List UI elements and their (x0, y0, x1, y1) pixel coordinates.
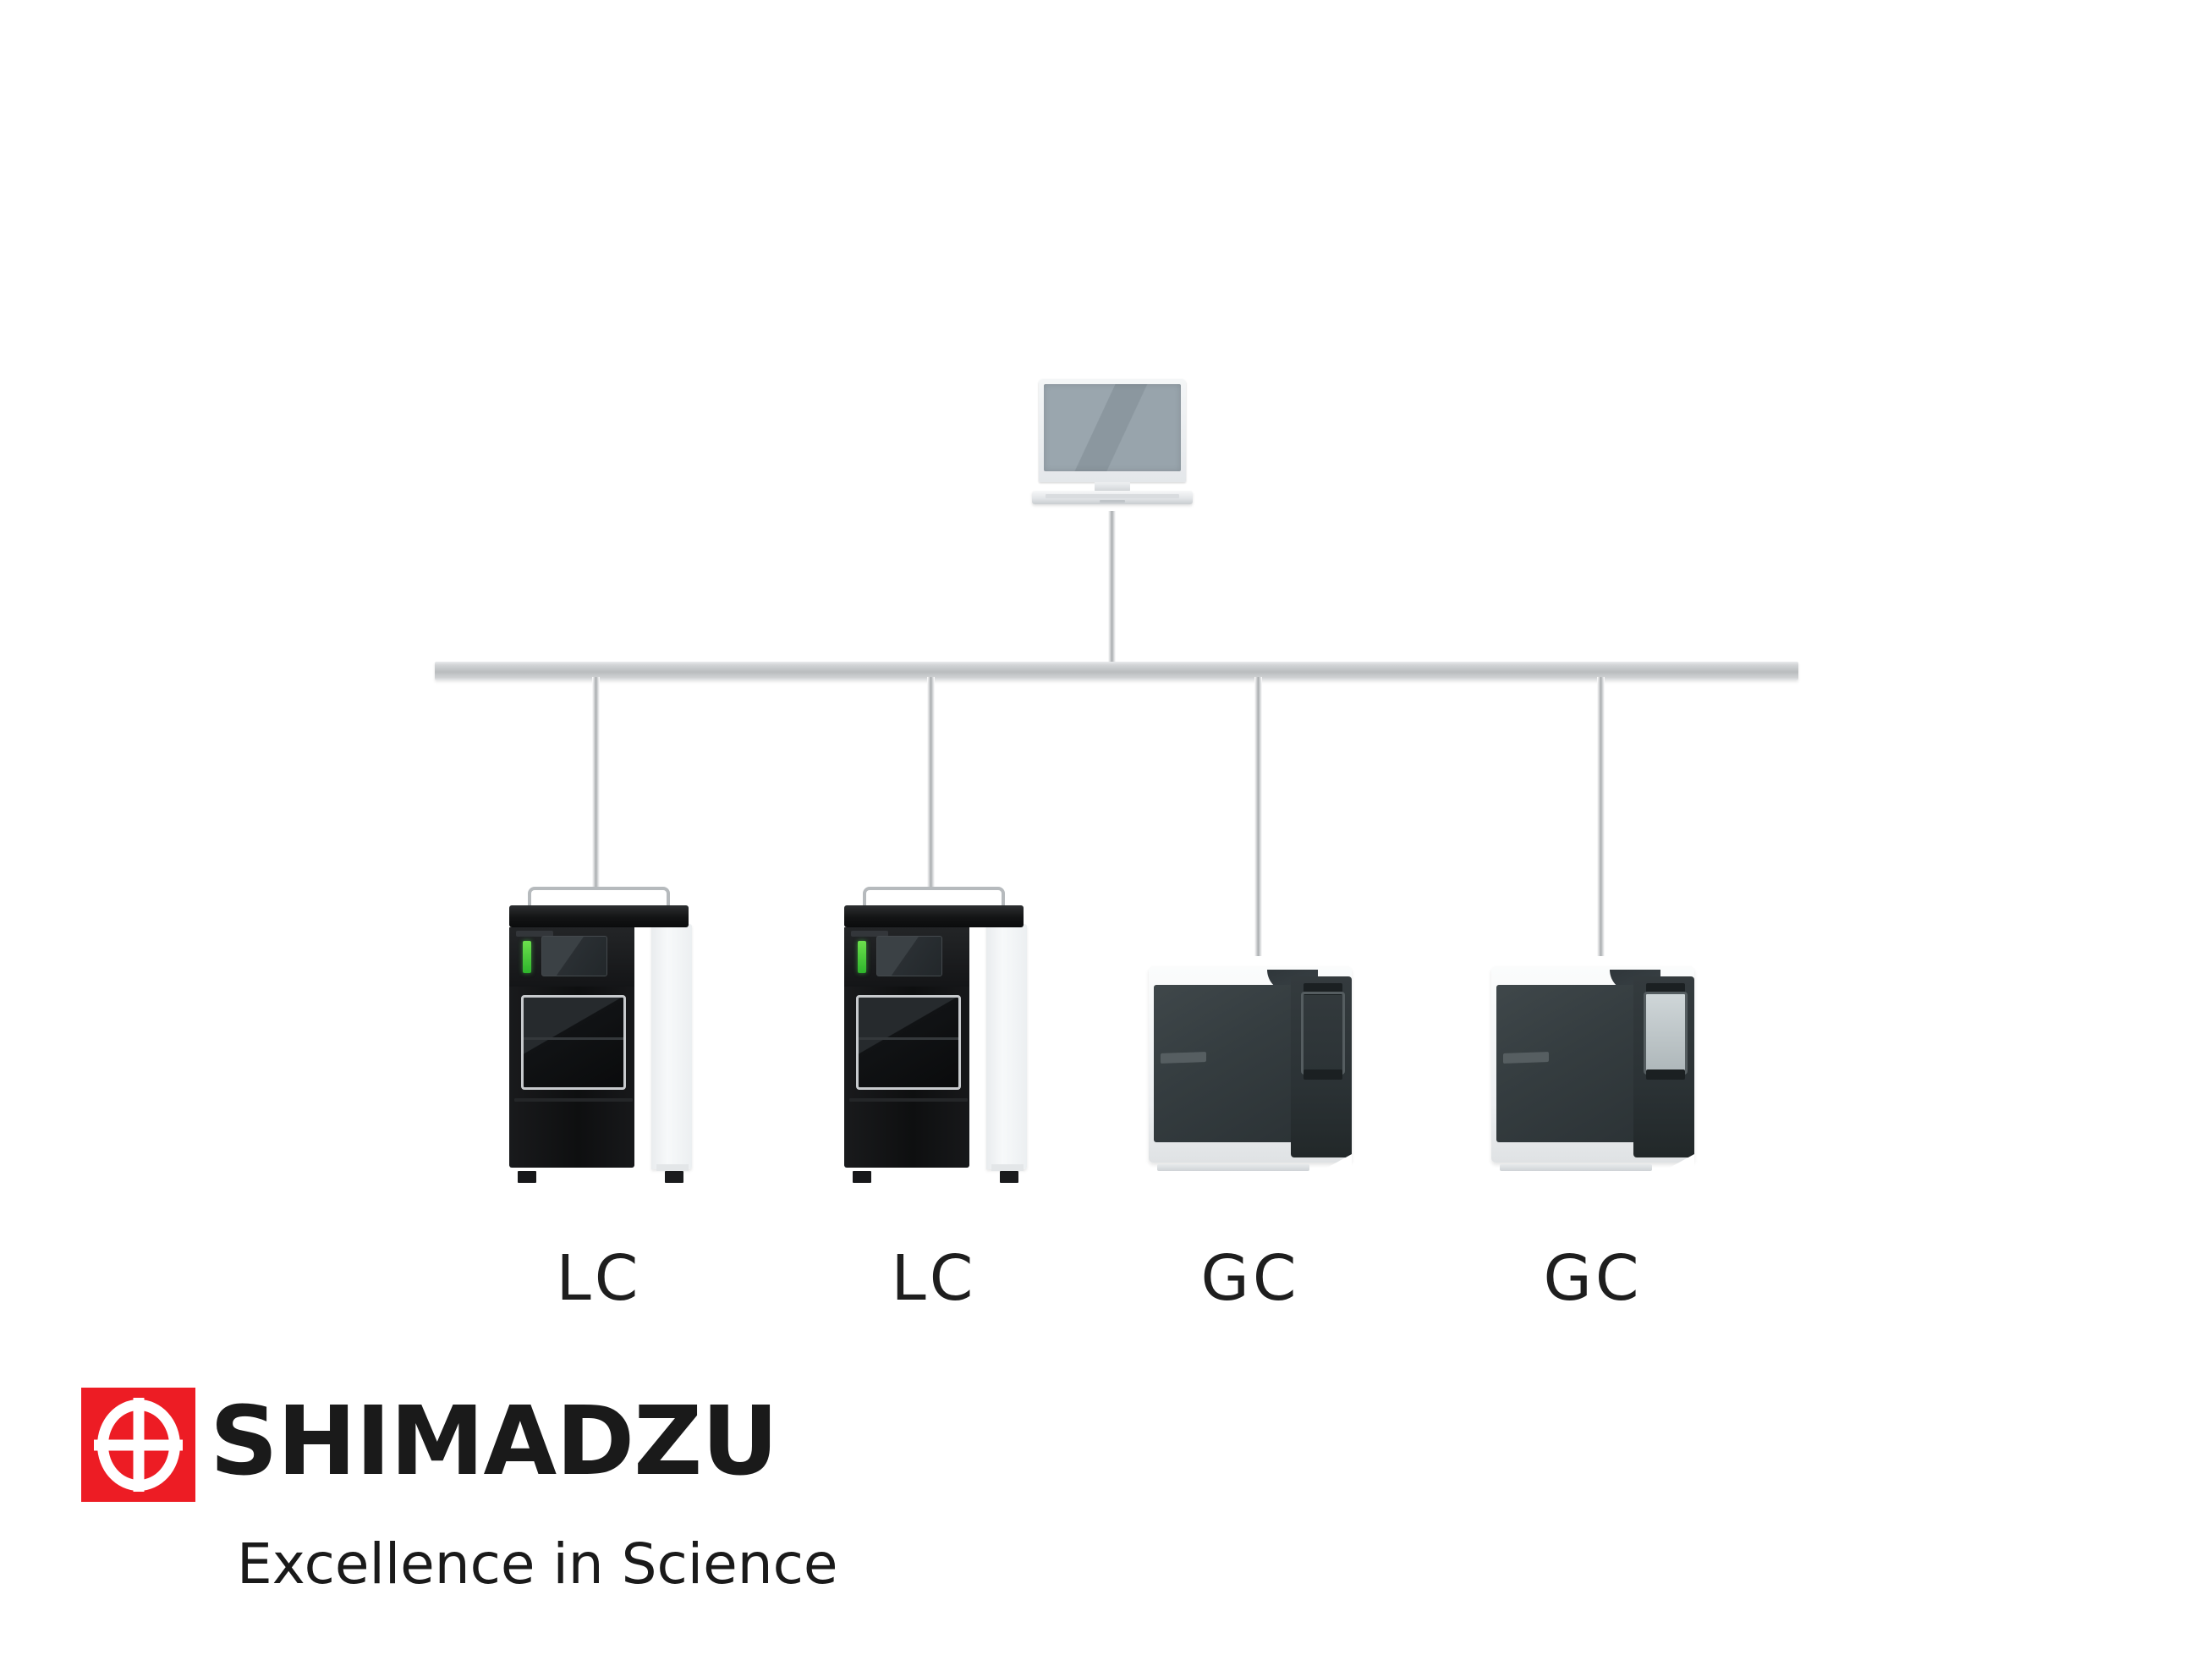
lc-drawer-seam (514, 1098, 633, 1102)
logo-horizontal-bar (94, 1439, 183, 1450)
gc-instrument-icon[interactable] (1149, 961, 1352, 1173)
laptop-icon[interactable] (1032, 379, 1193, 514)
lc-handle (863, 887, 1005, 907)
gc-plinth (1500, 1164, 1652, 1171)
lc-foot-right (1000, 1171, 1018, 1183)
lc-top-lid (844, 905, 1024, 927)
lc-oven-shelf-line (524, 1037, 623, 1040)
lc-vent-slot (516, 931, 553, 937)
cable-bus-to-device-4 (1597, 677, 1605, 956)
device-label-3: GC (1200, 1242, 1300, 1315)
cable-bus-to-device-3 (1254, 677, 1262, 956)
lc-vent-slot (851, 931, 888, 937)
lc-oven-shelf-line (859, 1037, 958, 1040)
lc-handle (528, 887, 670, 907)
lc-column-oven-door[interactable] (856, 995, 961, 1090)
gc-oven-door[interactable] (1154, 985, 1291, 1142)
gc-tower-window (1301, 992, 1345, 1075)
cable-workstation-to-bus (1108, 511, 1116, 667)
lc-foot-left (518, 1171, 536, 1183)
gc-tower-window (1644, 992, 1688, 1075)
lc-drawer-seam (849, 1098, 968, 1102)
lc-status-led (523, 941, 531, 973)
laptop-keyboard (1046, 494, 1179, 498)
lc-top-lid (509, 905, 689, 927)
gc-door-handle[interactable] (1161, 1052, 1206, 1064)
lc-side-module (986, 924, 1027, 1169)
network-bus (435, 662, 1798, 680)
laptop-screen (1044, 384, 1181, 471)
gc-tower-base (1646, 1069, 1685, 1080)
laptop-lid (1039, 379, 1186, 482)
cable-bus-to-device-2 (927, 677, 935, 887)
lc-foot-right (665, 1171, 683, 1183)
lc-instrument-icon[interactable] (841, 887, 1027, 1183)
lc-foot-left (853, 1171, 871, 1183)
lc-status-led (858, 941, 866, 973)
gc-tower-base (1304, 1069, 1342, 1080)
lc-column-oven-door[interactable] (521, 995, 626, 1090)
gc-door-handle[interactable] (1503, 1052, 1549, 1064)
lc-side-foot (991, 1164, 1024, 1171)
gc-instrument-icon[interactable] (1491, 961, 1694, 1173)
lc-display-screen[interactable] (876, 936, 942, 976)
lc-display-screen[interactable] (541, 936, 607, 976)
gc-oven-door[interactable] (1496, 985, 1633, 1142)
laptop-trackpad (1100, 500, 1125, 503)
device-label-4: GC (1543, 1242, 1643, 1315)
logo-wordmark: SHIMADZU (210, 1387, 778, 1497)
device-label-2: LC (891, 1242, 977, 1315)
shimadzu-cross-circle-logo-icon (81, 1388, 195, 1502)
shimadzu-logo: SHIMADZU Excellence in Science (81, 1388, 927, 1625)
cable-bus-to-device-1 (592, 677, 600, 887)
lc-side-foot (656, 1164, 689, 1171)
logo-tagline: Excellence in Science (237, 1531, 838, 1597)
lc-side-module (651, 924, 692, 1169)
lc-instrument-icon[interactable] (506, 887, 692, 1183)
laptop-hinge (1095, 482, 1130, 492)
gc-plinth (1157, 1164, 1309, 1171)
device-label-1: LC (556, 1242, 642, 1315)
